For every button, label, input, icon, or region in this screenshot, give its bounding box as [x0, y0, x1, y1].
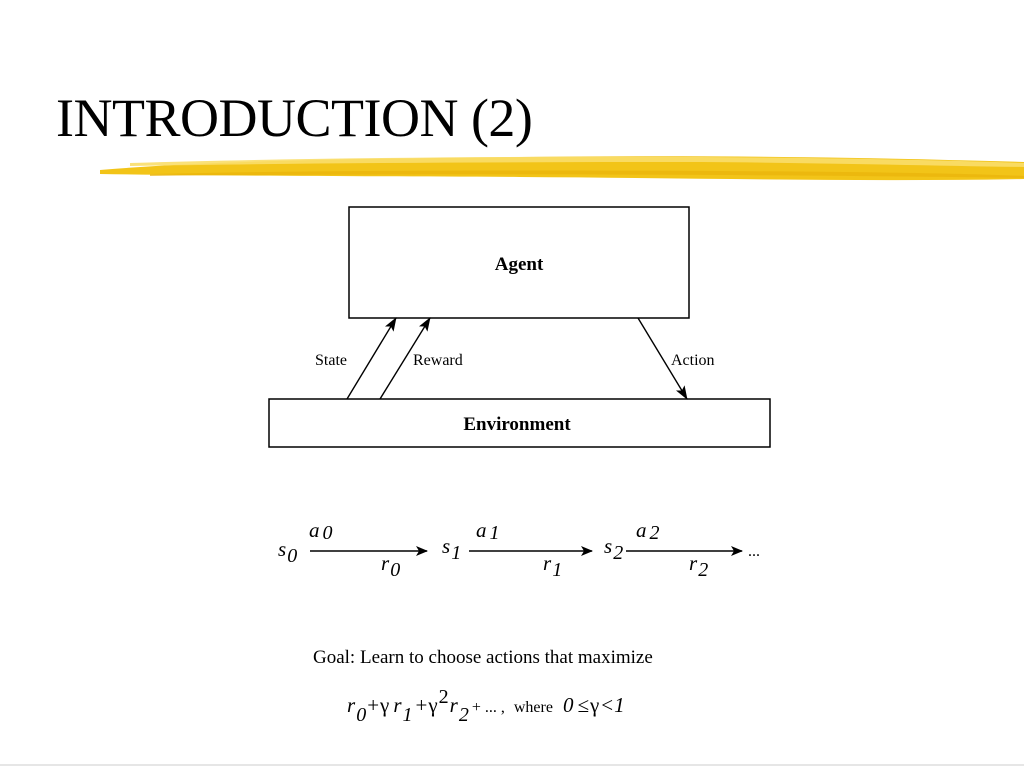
reward-r0: r0	[381, 551, 400, 581]
reward-r2: r2	[689, 551, 708, 581]
environment-label: Environment	[463, 414, 571, 435]
slide-title: INTRODUCTION (2)	[56, 88, 533, 148]
action-label: Action	[671, 352, 715, 369]
action-arrow	[637, 317, 688, 400]
agent-box	[348, 206, 690, 319]
highlighter-stroke	[100, 156, 1024, 181]
state-s0: s0	[278, 537, 297, 567]
reward-arrow	[379, 317, 431, 400]
state-label: State	[315, 352, 347, 369]
goal-text: Goal: Learn to choose actions that maxim…	[313, 647, 653, 668]
sequence-ellipsis: ...	[748, 543, 760, 560]
state-arrow	[346, 317, 397, 400]
reward-r1: r1	[543, 551, 562, 581]
agent-label: Agent	[495, 254, 544, 275]
reward-label: Reward	[413, 352, 463, 369]
state-s2: s2	[604, 534, 623, 564]
environment-box	[268, 398, 771, 448]
state-s1: s1	[442, 534, 461, 564]
bottom-rule	[0, 764, 1024, 766]
